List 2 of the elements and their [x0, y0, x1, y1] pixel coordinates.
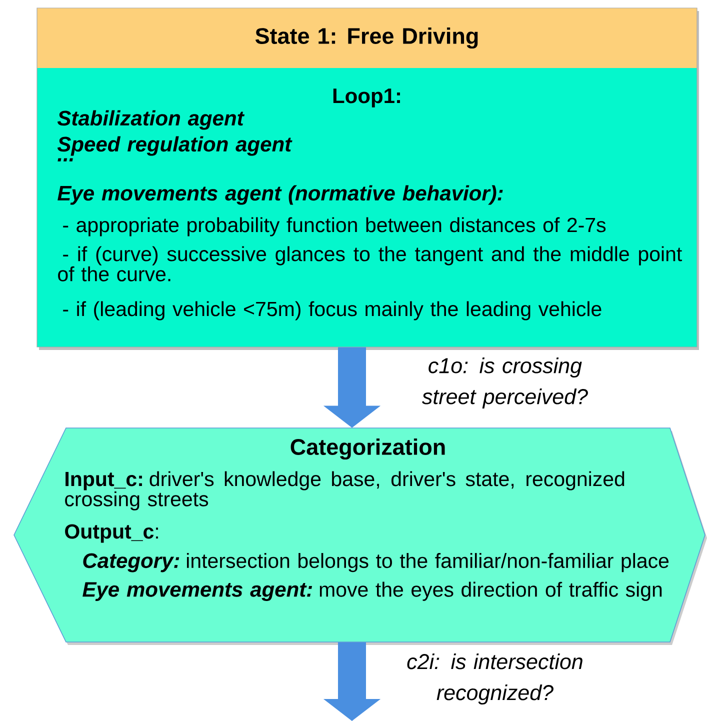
edge-label: c1o: is crossing street perceived?: [422, 358, 588, 409]
edge-label: c2i: is intersection recognized?: [407, 654, 582, 705]
